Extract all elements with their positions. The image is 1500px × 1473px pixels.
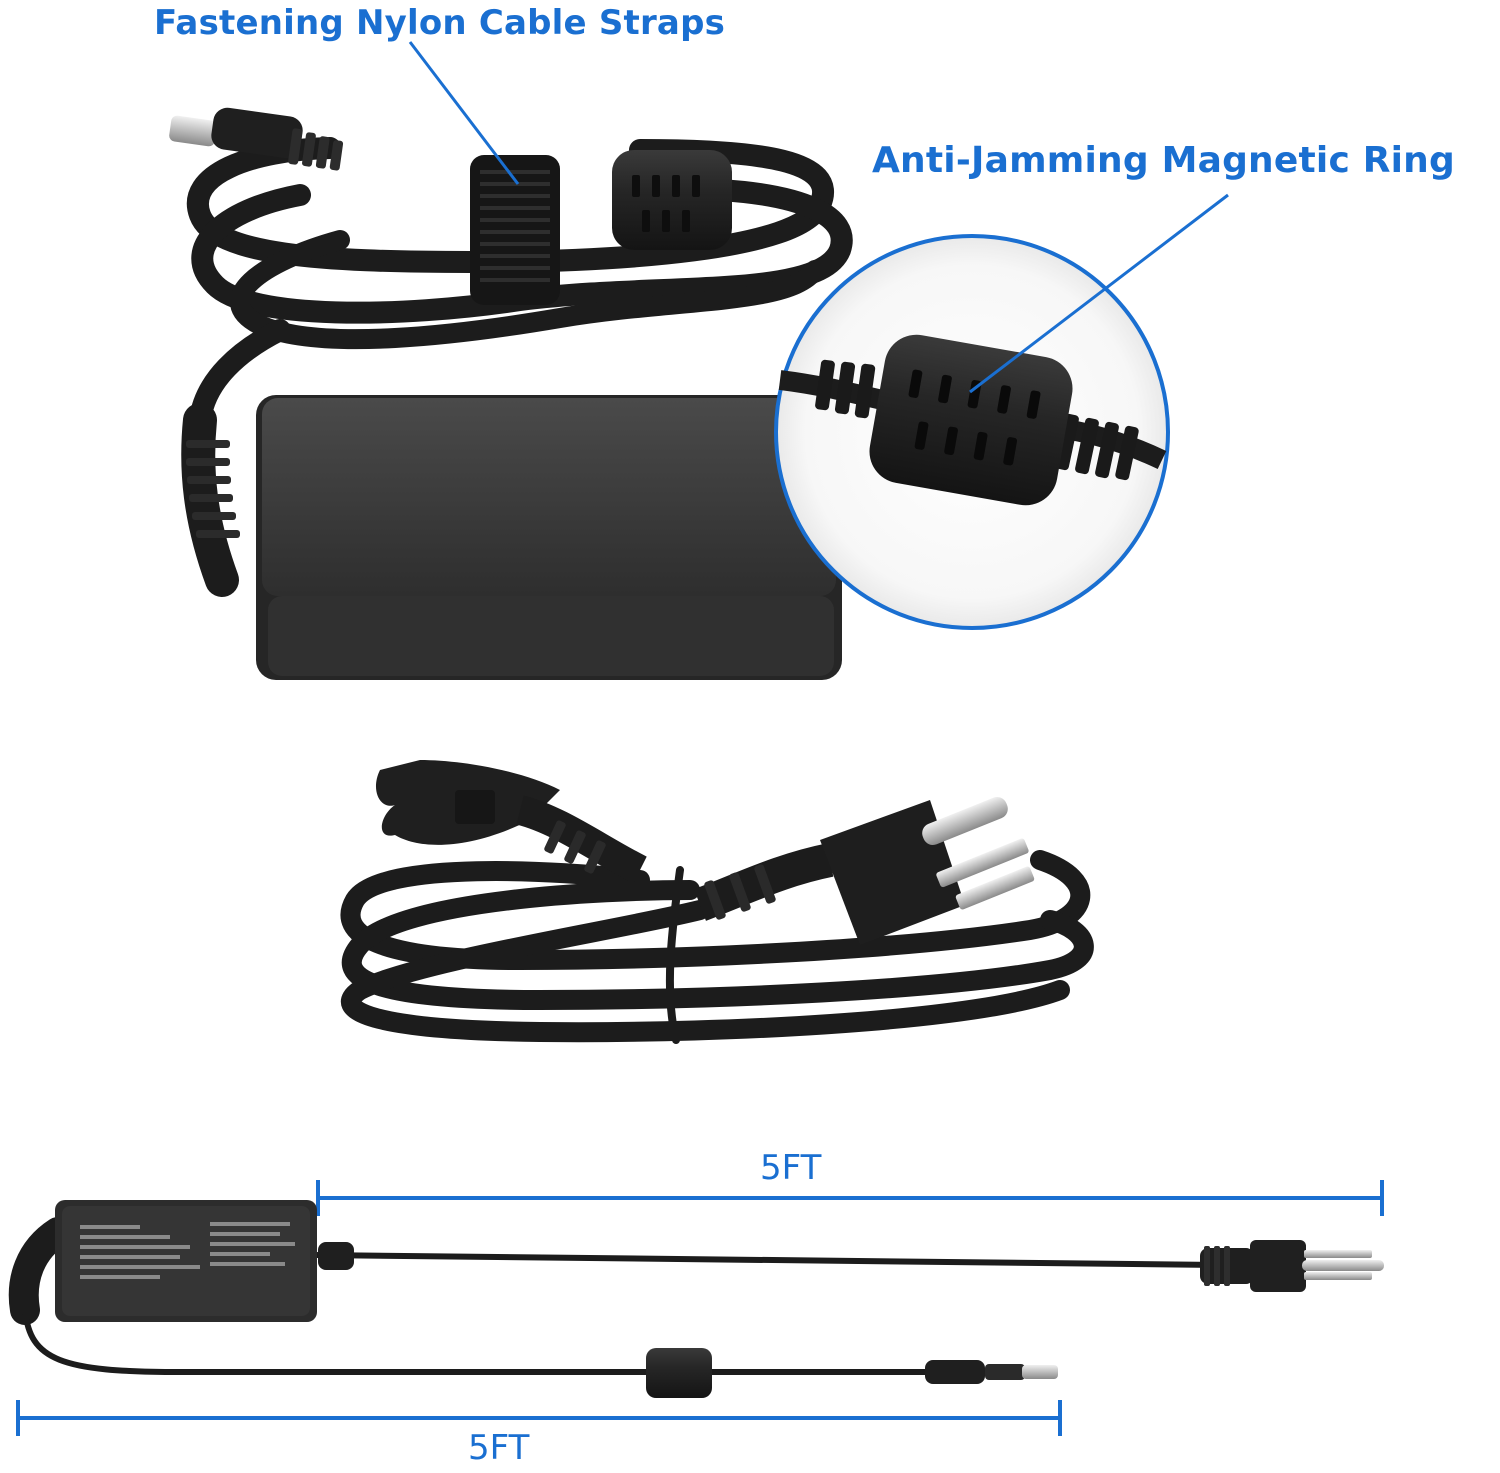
- dc-barrel-plug: [169, 107, 344, 171]
- adapter-flat-view: [8, 1200, 317, 1325]
- power-adapter-brick: [256, 395, 842, 680]
- ferrite-slots: [632, 175, 700, 232]
- nylon-cable-strap: [470, 155, 560, 305]
- c5-cloverleaf-connector: [375, 760, 647, 884]
- ac-length-label: 5FT: [760, 1148, 822, 1188]
- cable-strain-relief: [181, 403, 240, 597]
- straps-pointer-line: [408, 41, 520, 185]
- dc-length-dimension: [16, 1400, 1062, 1436]
- straps-callout-label: Fastening Nylon Cable Straps: [154, 3, 726, 43]
- ring-pointer-line: [969, 193, 1229, 394]
- ac-length-dimension: [316, 1180, 1384, 1216]
- ferrite-core: [612, 150, 732, 250]
- us-3-prong-plug: [694, 796, 1035, 945]
- dc-cable-flat: [22, 1309, 1058, 1398]
- magnetic-ring-inset: [774, 234, 1170, 630]
- ring-callout-label: Anti-Jamming Magnetic Ring: [872, 140, 1455, 181]
- dc-length-label: 5FT: [468, 1428, 530, 1468]
- ac-cable-flat: [316, 1240, 1384, 1292]
- coiled-ac-power-cord: [340, 850, 1094, 1044]
